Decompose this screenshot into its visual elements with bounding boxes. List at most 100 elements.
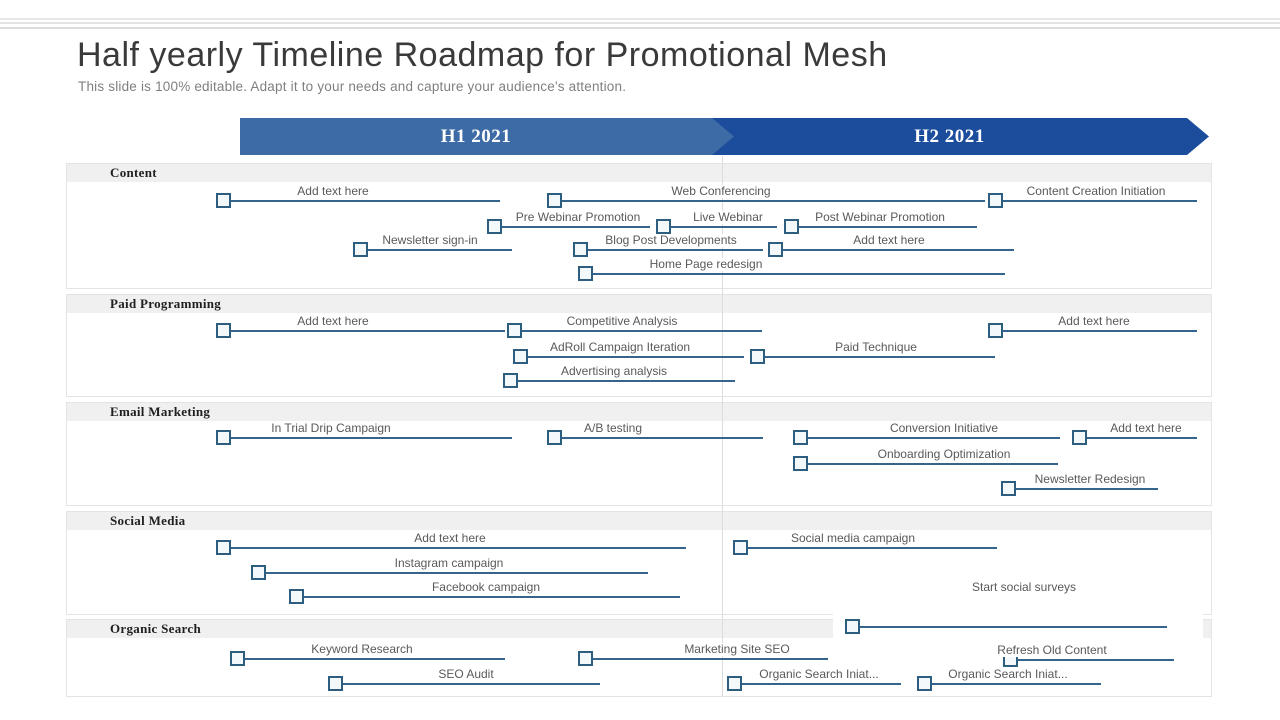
timeline-item-label: Add text here (294, 185, 372, 198)
timeline-line (527, 356, 744, 358)
timeline-item-label: Advertising analysis (557, 365, 671, 378)
timeline-line (764, 356, 995, 358)
milestone-marker (656, 219, 671, 234)
timeline-line (747, 547, 997, 549)
milestone-marker (727, 676, 742, 691)
timeline-line (561, 437, 763, 439)
milestone-marker (578, 651, 593, 666)
timeline-line (741, 683, 901, 685)
timeline-item-label: Newsletter Redesign (1031, 473, 1149, 486)
timeline-item-label: Post Webinar Promotion (812, 211, 948, 224)
milestone-marker (216, 193, 231, 208)
milestone-marker (289, 589, 304, 604)
page-title[interactable]: Half yearly Timeline Roadmap for Promoti… (77, 36, 888, 74)
milestone-marker (547, 193, 562, 208)
milestone-marker (487, 219, 502, 234)
timeline-line (798, 226, 977, 228)
timeline-line (1002, 200, 1197, 202)
timeline-line (501, 226, 650, 228)
milestone-marker (768, 242, 783, 257)
timeline-line (1017, 659, 1174, 661)
timeline-line (230, 437, 512, 439)
top-divider-line (0, 18, 1280, 20)
timeline-item-label: Competitive Analysis (563, 315, 681, 328)
milestone-marker (507, 323, 522, 338)
timeline-item-label: Start social surveys (968, 581, 1080, 594)
timeline-line (1002, 330, 1197, 332)
h1-2021-banner[interactable]: H1 2021 (240, 118, 734, 155)
timeline-line (342, 683, 600, 685)
timeline-line (265, 572, 648, 574)
timeline-line (592, 273, 1005, 275)
timeline-item-label: Newsletter sign-in (379, 234, 481, 247)
milestone-marker (784, 219, 799, 234)
milestone-marker (578, 266, 593, 281)
milestone-marker (733, 540, 748, 555)
timeline-line (561, 200, 985, 202)
timeline-item-label: SEO Audit (435, 668, 497, 681)
top-divider-line (0, 27, 1280, 29)
milestone-marker (251, 565, 266, 580)
h2-2021-banner[interactable]: H2 2021 (712, 118, 1209, 155)
timeline-line (931, 683, 1101, 685)
half-year-divider (722, 156, 723, 697)
timeline-line (230, 200, 500, 202)
milestone-marker (230, 651, 245, 666)
timeline-item-label: Add text here (294, 315, 372, 328)
section-header-social-media[interactable]: Social Media (67, 512, 1211, 530)
timeline-item-label: Paid Technique (832, 341, 920, 354)
milestone-marker (513, 349, 528, 364)
timeline-item-label: Web Conferencing (668, 185, 774, 198)
timeline-item-label: Add text here (1055, 315, 1133, 328)
section-email-marketing: Email Marketing (66, 402, 1212, 506)
section-social-media: Social Media (66, 511, 1212, 615)
timeline-line (367, 249, 512, 251)
section-header-content[interactable]: Content (67, 164, 1211, 182)
milestone-marker (353, 242, 368, 257)
timeline-line (587, 249, 763, 251)
section-header-email-marketing[interactable]: Email Marketing (67, 403, 1211, 421)
milestone-marker (573, 242, 588, 257)
timeline-line (782, 249, 1014, 251)
page-subtitle[interactable]: This slide is 100% editable. Adapt it to… (78, 79, 627, 94)
timeline-item-label: Content Creation Initiation (1023, 185, 1169, 198)
timeline-line (1086, 437, 1197, 439)
timeline-line (807, 463, 1058, 465)
timeline-item-label: Organic Search Iniat... (756, 668, 882, 681)
milestone-marker (793, 456, 808, 471)
timeline-item-label: Home Page redesign (646, 258, 766, 271)
milestone-marker (988, 323, 1003, 338)
timeline-item-label: In Trial Drip Campaign (268, 422, 394, 435)
milestone-marker (1001, 481, 1016, 496)
timeline-line (303, 596, 680, 598)
timeline-line (244, 658, 505, 660)
section-header-paid-programming[interactable]: Paid Programming (67, 295, 1211, 313)
timeline-item-label: Instagram campaign (391, 557, 507, 570)
timeline-line (859, 626, 1167, 628)
milestone-marker (917, 676, 932, 691)
milestone-marker (547, 430, 562, 445)
timeline-item-label: Add text here (850, 234, 928, 247)
milestone-marker (845, 619, 860, 634)
timeline-line (230, 547, 686, 549)
timeline-item-label: A/B testing (580, 422, 646, 435)
timeline-item-label: AdRoll Campaign Iteration (546, 341, 694, 354)
timeline-item-label: Marketing Site SEO (681, 643, 793, 656)
timeline-item-label: Conversion Initiative (886, 422, 1002, 435)
timeline-item-label: Onboarding Optimization (874, 448, 1014, 461)
timeline-line (807, 437, 1060, 439)
timeline-item-label: Blog Post Developments (602, 234, 740, 247)
timeline-item-label: Keyword Research (308, 643, 416, 656)
top-divider-line (0, 22, 1280, 24)
timeline-item-label: Add text here (1107, 422, 1185, 435)
timeline-line (592, 658, 828, 660)
timeline-line (230, 330, 505, 332)
timeline-item-label: Add text here (411, 532, 489, 545)
milestone-marker (216, 430, 231, 445)
timeline-line (517, 380, 735, 382)
timeline-item-label: Organic Search Iniat... (945, 668, 1071, 681)
milestone-marker (793, 430, 808, 445)
timeline-item-label: Refresh Old Content (994, 644, 1110, 657)
timeline-line (670, 226, 777, 228)
